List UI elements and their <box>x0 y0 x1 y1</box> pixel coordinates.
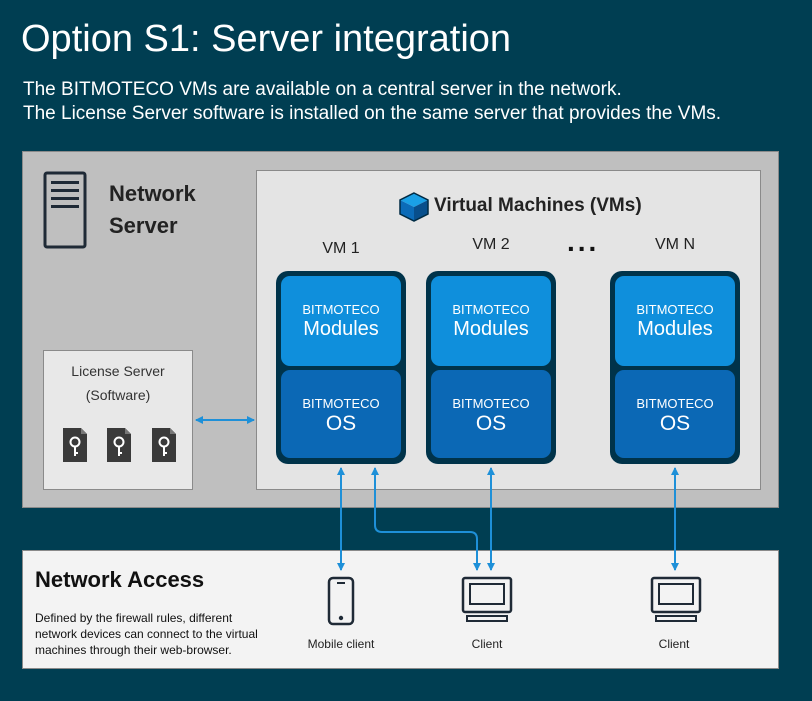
os-brand: BITMOTECO <box>452 396 530 411</box>
network-access-title: Network Access <box>35 567 205 592</box>
device-label: Client <box>658 637 690 651</box>
modules-brand: BITMOTECO <box>636 302 714 317</box>
subtitle-line-2: The License Server software is installed… <box>23 103 722 124</box>
vm-name: VM 1 <box>322 240 360 257</box>
os-label: OS <box>659 412 691 435</box>
network-access-description-line-2: network devices can connect to the virtu… <box>35 627 258 641</box>
modules-label: Modules <box>453 318 529 340</box>
network-access-description-line-1: Defined by the firewall rules, different <box>35 611 233 625</box>
license-server-sublabel: (Software) <box>85 387 151 403</box>
os-brand: BITMOTECO <box>302 396 380 411</box>
os-label: OS <box>325 412 357 435</box>
license-server-label: License Server <box>71 363 165 379</box>
server-icon <box>43 171 87 249</box>
modules-label: Modules <box>637 318 713 340</box>
mobile-phone-icon <box>327 576 355 626</box>
os-box: BITMOTECO OS <box>431 370 551 458</box>
vm-name: VM 2 <box>472 236 510 253</box>
cube-icon <box>399 192 429 222</box>
key-document-icon <box>63 428 87 462</box>
modules-brand: BITMOTECO <box>302 302 380 317</box>
device-label: Client <box>471 637 503 651</box>
modules-box: BITMOTECO Modules <box>615 276 735 366</box>
os-box: BITMOTECO OS <box>281 370 401 458</box>
modules-brand: BITMOTECO <box>452 302 530 317</box>
network-server-title-line-1: Network <box>109 181 196 206</box>
vms-title: Virtual Machines (VMs) <box>434 195 642 216</box>
computer-monitor-icon <box>650 576 702 622</box>
vm1-client-connector <box>371 467 481 571</box>
network-access-description-line-3: machines through their web-browser. <box>35 643 232 657</box>
computer-monitor-icon <box>461 576 513 622</box>
os-brand: BITMOTECO <box>636 396 714 411</box>
device-label: Mobile client <box>307 637 375 651</box>
os-label: OS <box>475 412 507 435</box>
vm-name: VM N <box>655 236 695 253</box>
subtitle-line-1: The BITMOTECO VMs are available on a cen… <box>23 79 622 100</box>
license-server-box <box>43 350 193 490</box>
page-title: Option S1: Server integration <box>21 18 512 60</box>
key-document-icon <box>107 428 131 462</box>
modules-box: BITMOTECO Modules <box>281 276 401 366</box>
network-server-title-line-2: Server <box>109 213 178 238</box>
modules-label: Modules <box>303 318 379 340</box>
key-document-icon <box>152 428 176 462</box>
modules-box: BITMOTECO Modules <box>431 276 551 366</box>
vm-ellipsis: ... <box>567 226 600 257</box>
os-box: BITMOTECO OS <box>615 370 735 458</box>
